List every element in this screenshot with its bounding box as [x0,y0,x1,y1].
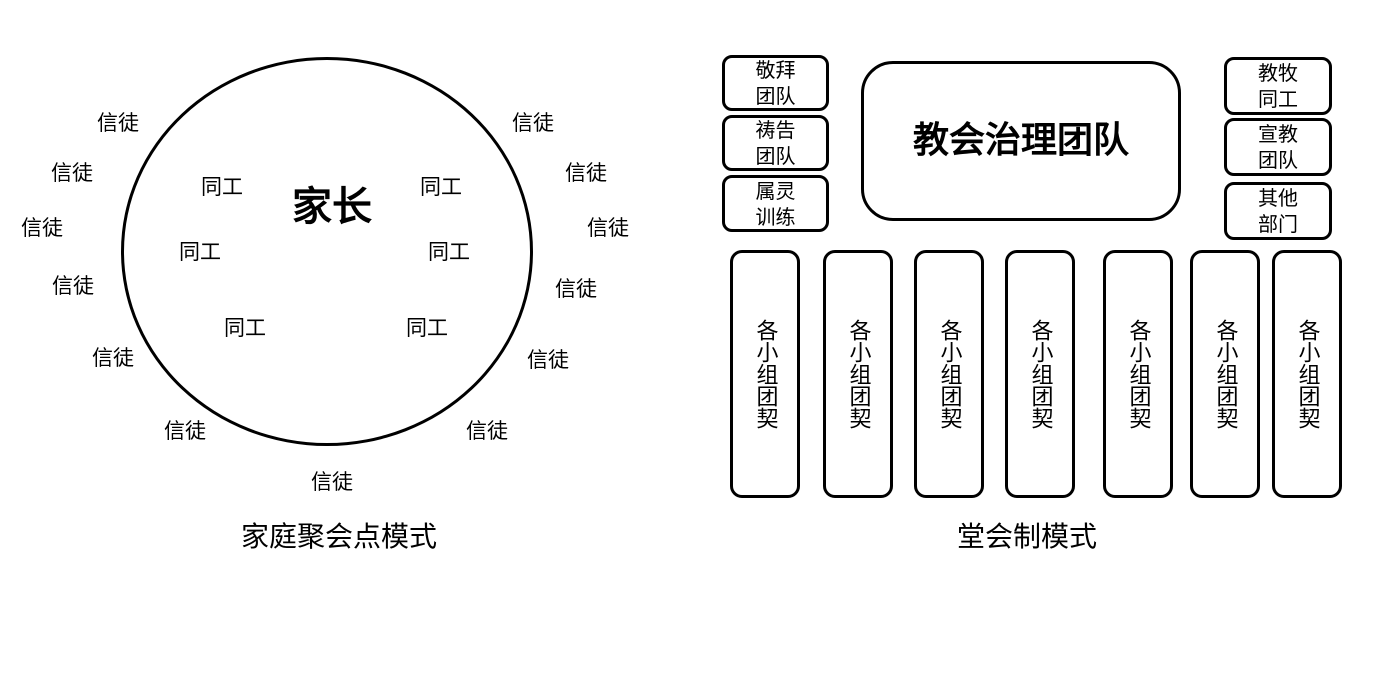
small-group-box: 各小组团契 [730,250,800,498]
coworker-label: 同工 [420,175,462,199]
coworker-label: 同工 [224,316,266,340]
believer-label: 信徒 [466,419,508,443]
family-circle [121,57,533,446]
believer-label: 信徒 [587,216,629,240]
ministry-box: 属灵 训练 [722,175,829,232]
believer-label: 信徒 [21,216,63,240]
believer-label: 信徒 [565,161,607,185]
small-group-box: 各小组团契 [1103,250,1173,498]
coworker-label: 同工 [428,240,470,264]
family-head: 家长 [292,184,372,230]
believer-label: 信徒 [527,348,569,372]
small-group-box: 各小组团契 [1005,250,1075,498]
left-caption: 家庭聚会点模式 [240,520,438,553]
department-box: 教牧 同工 [1224,57,1332,115]
coworker-label: 同工 [179,240,221,264]
believer-label: 信徒 [97,111,139,135]
believer-label: 信徒 [311,470,353,494]
ministry-box: 祷告 团队 [722,115,829,171]
believer-label: 信徒 [51,161,93,185]
governance-team-box: 教会治理团队 [861,61,1181,221]
department-box: 其他 部门 [1224,182,1332,240]
small-group-box: 各小组团契 [1272,250,1342,498]
believer-label: 信徒 [555,277,597,301]
believer-label: 信徒 [512,111,554,135]
coworker-label: 同工 [201,175,243,199]
believer-label: 信徒 [52,274,94,298]
believer-label: 信徒 [92,346,134,370]
believer-label: 信徒 [164,419,206,443]
right-caption: 堂会制模式 [956,520,1098,553]
small-group-box: 各小组团契 [1190,250,1260,498]
ministry-box: 敬拜 团队 [722,55,829,111]
coworker-label: 同工 [406,316,448,340]
small-group-box: 各小组团契 [914,250,984,498]
small-group-box: 各小组团契 [823,250,893,498]
department-box: 宣教 团队 [1224,118,1332,176]
